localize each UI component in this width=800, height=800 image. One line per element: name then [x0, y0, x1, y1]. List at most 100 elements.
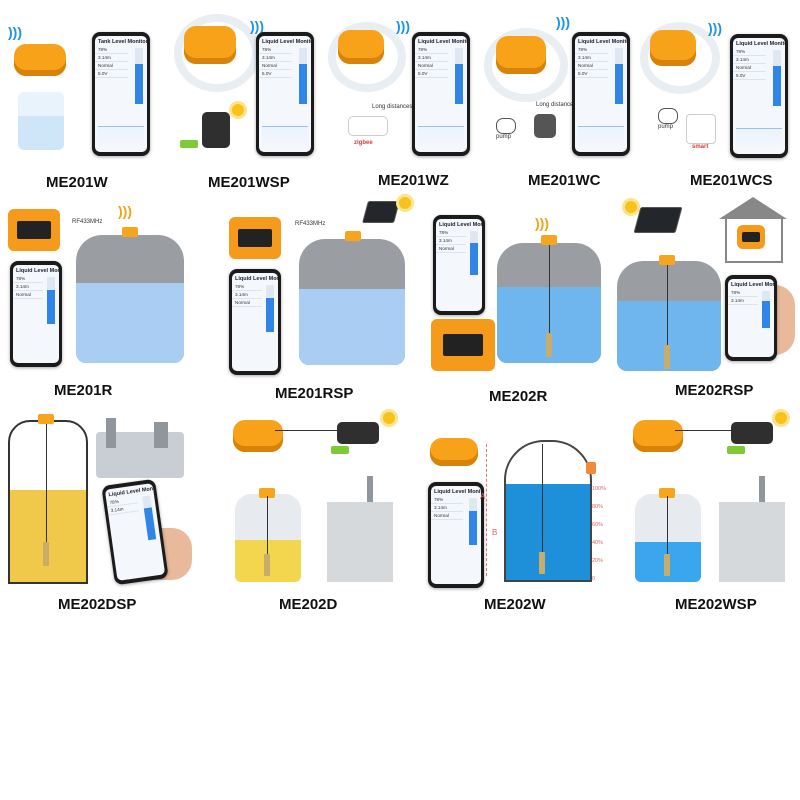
screen-title: Liquid Level Monitor: [434, 489, 481, 495]
probe-cable: [542, 444, 543, 554]
submersible-probe: [43, 542, 49, 566]
screen-title: Liquid Level Monitor: [731, 282, 774, 288]
model-label: ME202R: [489, 388, 548, 405]
relay-module: [534, 114, 556, 138]
scale-label: 80%: [592, 504, 604, 510]
probe-cable: [667, 265, 668, 351]
rf-label: RF433MHz: [295, 221, 326, 227]
scale-label: 40%: [592, 540, 604, 546]
sensor-halo: [328, 22, 406, 92]
screen-title: Liquid Level Monitor: [578, 39, 627, 45]
screen-row: 78%: [733, 48, 767, 56]
model-label: ME202D: [279, 596, 338, 613]
model-label: ME201WC: [528, 172, 601, 189]
solar-panel: [362, 201, 400, 223]
screen-title: Liquid Level Monitor: [262, 39, 311, 45]
control-box: [337, 422, 379, 444]
product-card-me202d: ME202D: [215, 410, 415, 620]
rf-label: RF433MHz: [72, 219, 103, 225]
percent-scale: 100% 80% 60% 40% 20% 0: [592, 486, 614, 582]
screen-row: 3.14m: [728, 297, 758, 305]
phone-mockup: Liquid Level Monitor 78% 3.14m Normal: [229, 269, 281, 375]
phone-mockup: Tank Level Monitor 78% 3.14m Normal 5.0V: [92, 32, 150, 156]
screen-row: 78%: [13, 275, 43, 283]
model-label: ME201WZ: [378, 172, 449, 189]
screen-row: Normal: [95, 62, 129, 70]
phone-mockup: Liquid Level Monitor 78% 3.14m Normal 5.…: [730, 34, 788, 158]
model-label: ME201R: [54, 382, 113, 399]
pump-icon: [496, 118, 516, 134]
screen-row: 78%: [232, 283, 262, 291]
screen-row: 3.14m: [13, 283, 43, 291]
screen-row: 3.14m: [95, 54, 129, 62]
screen-row: 5.0V: [95, 70, 129, 78]
sensor-cable: [275, 430, 363, 431]
screen-row: Normal: [13, 291, 43, 299]
tank-sensor-cap: [659, 488, 675, 498]
screen-row: Normal: [733, 64, 767, 72]
ultrasonic-sensor: [650, 30, 696, 66]
history-curve: [578, 126, 624, 146]
factory-illustration: [96, 418, 184, 478]
product-card-me201rsp: RF433MHz Liquid Level Monitor 78% 3.14m …: [215, 195, 425, 405]
level-gauge: [135, 48, 143, 104]
screen-row: 3.14m: [259, 54, 293, 62]
screen-row: Normal: [415, 62, 449, 70]
product-card-me202wsp: ME202WSP: [615, 410, 800, 620]
sun-icon: [625, 201, 637, 213]
screen-row: 3.14m: [575, 54, 609, 62]
level-gauge: [470, 231, 478, 276]
product-card-me202r: Liquid Level Monitor 78% 3.14m Normal ))…: [425, 195, 605, 410]
screen-title: Tank Level Monitor: [98, 39, 147, 45]
wifi-icon: ))): [118, 203, 132, 219]
model-label: ME202W: [484, 596, 546, 613]
probe-cable: [667, 496, 668, 556]
tank-sensor-cap: [259, 488, 275, 498]
wifi-icon: ))): [396, 18, 410, 34]
probe-cable: [549, 245, 550, 335]
tank-sensor-cap: [122, 227, 138, 237]
water-bucket: [18, 92, 64, 150]
sun-icon: [775, 412, 787, 424]
phone-mockup: Liquid Level Monitor 78% 3.14m Normal: [428, 482, 484, 588]
sensor-halo: [484, 28, 568, 102]
industrial-structure: [327, 476, 393, 582]
submersible-probe: [539, 552, 545, 574]
smart-label: smart: [692, 144, 709, 150]
rf-receiver: [431, 319, 495, 371]
screen-title: Liquid Level Monitor: [235, 276, 278, 282]
wifi-icon: ))): [556, 14, 570, 30]
phone-mockup: Liquid Level Monitor 78% 3.14m Normal 5.…: [412, 32, 470, 156]
scale-label: 0: [592, 576, 596, 582]
long-distances-label: Long distances: [536, 102, 577, 108]
ultrasonic-sensor: [430, 438, 478, 466]
ultrasonic-sensor: [14, 44, 66, 76]
ultrasonic-sensor: [338, 30, 384, 64]
wifi-icon: ))): [8, 24, 22, 40]
sun-icon: [399, 197, 411, 209]
model-label: ME201WCS: [690, 172, 773, 189]
screen-row: 3.14m: [232, 291, 262, 299]
wifi-icon: ))): [535, 215, 549, 231]
screen-row: 78%: [728, 289, 758, 297]
submersible-probe: [546, 333, 552, 357]
sensor-cable: [675, 430, 745, 431]
storage-tank: [76, 235, 184, 363]
industrial-structure: [719, 476, 785, 582]
battery-icon: [727, 446, 745, 454]
level-gauge: [47, 277, 55, 325]
probe-cable: [46, 424, 47, 544]
product-card-me201w: ))) Tank Level Monitor 78% 3.14m Normal …: [0, 0, 160, 195]
dimension-line: [486, 444, 487, 576]
screen-row: 78%: [259, 46, 293, 54]
sun-icon: [383, 412, 395, 424]
product-card-me202dsp: Liquid Level Monitor 78% 3.14m ME202DSP: [0, 410, 200, 620]
history-curve: [98, 126, 144, 146]
screen-row: Normal: [259, 62, 293, 70]
product-card-me201wc: ))) Long distances pump Liquid Level Mon…: [480, 0, 640, 195]
battery-icon: [331, 446, 349, 454]
level-gauge: [762, 291, 770, 329]
ultrasonic-sensor: [496, 36, 546, 74]
level-gauge: [142, 495, 157, 541]
tank-sensor-cap: [541, 235, 557, 245]
